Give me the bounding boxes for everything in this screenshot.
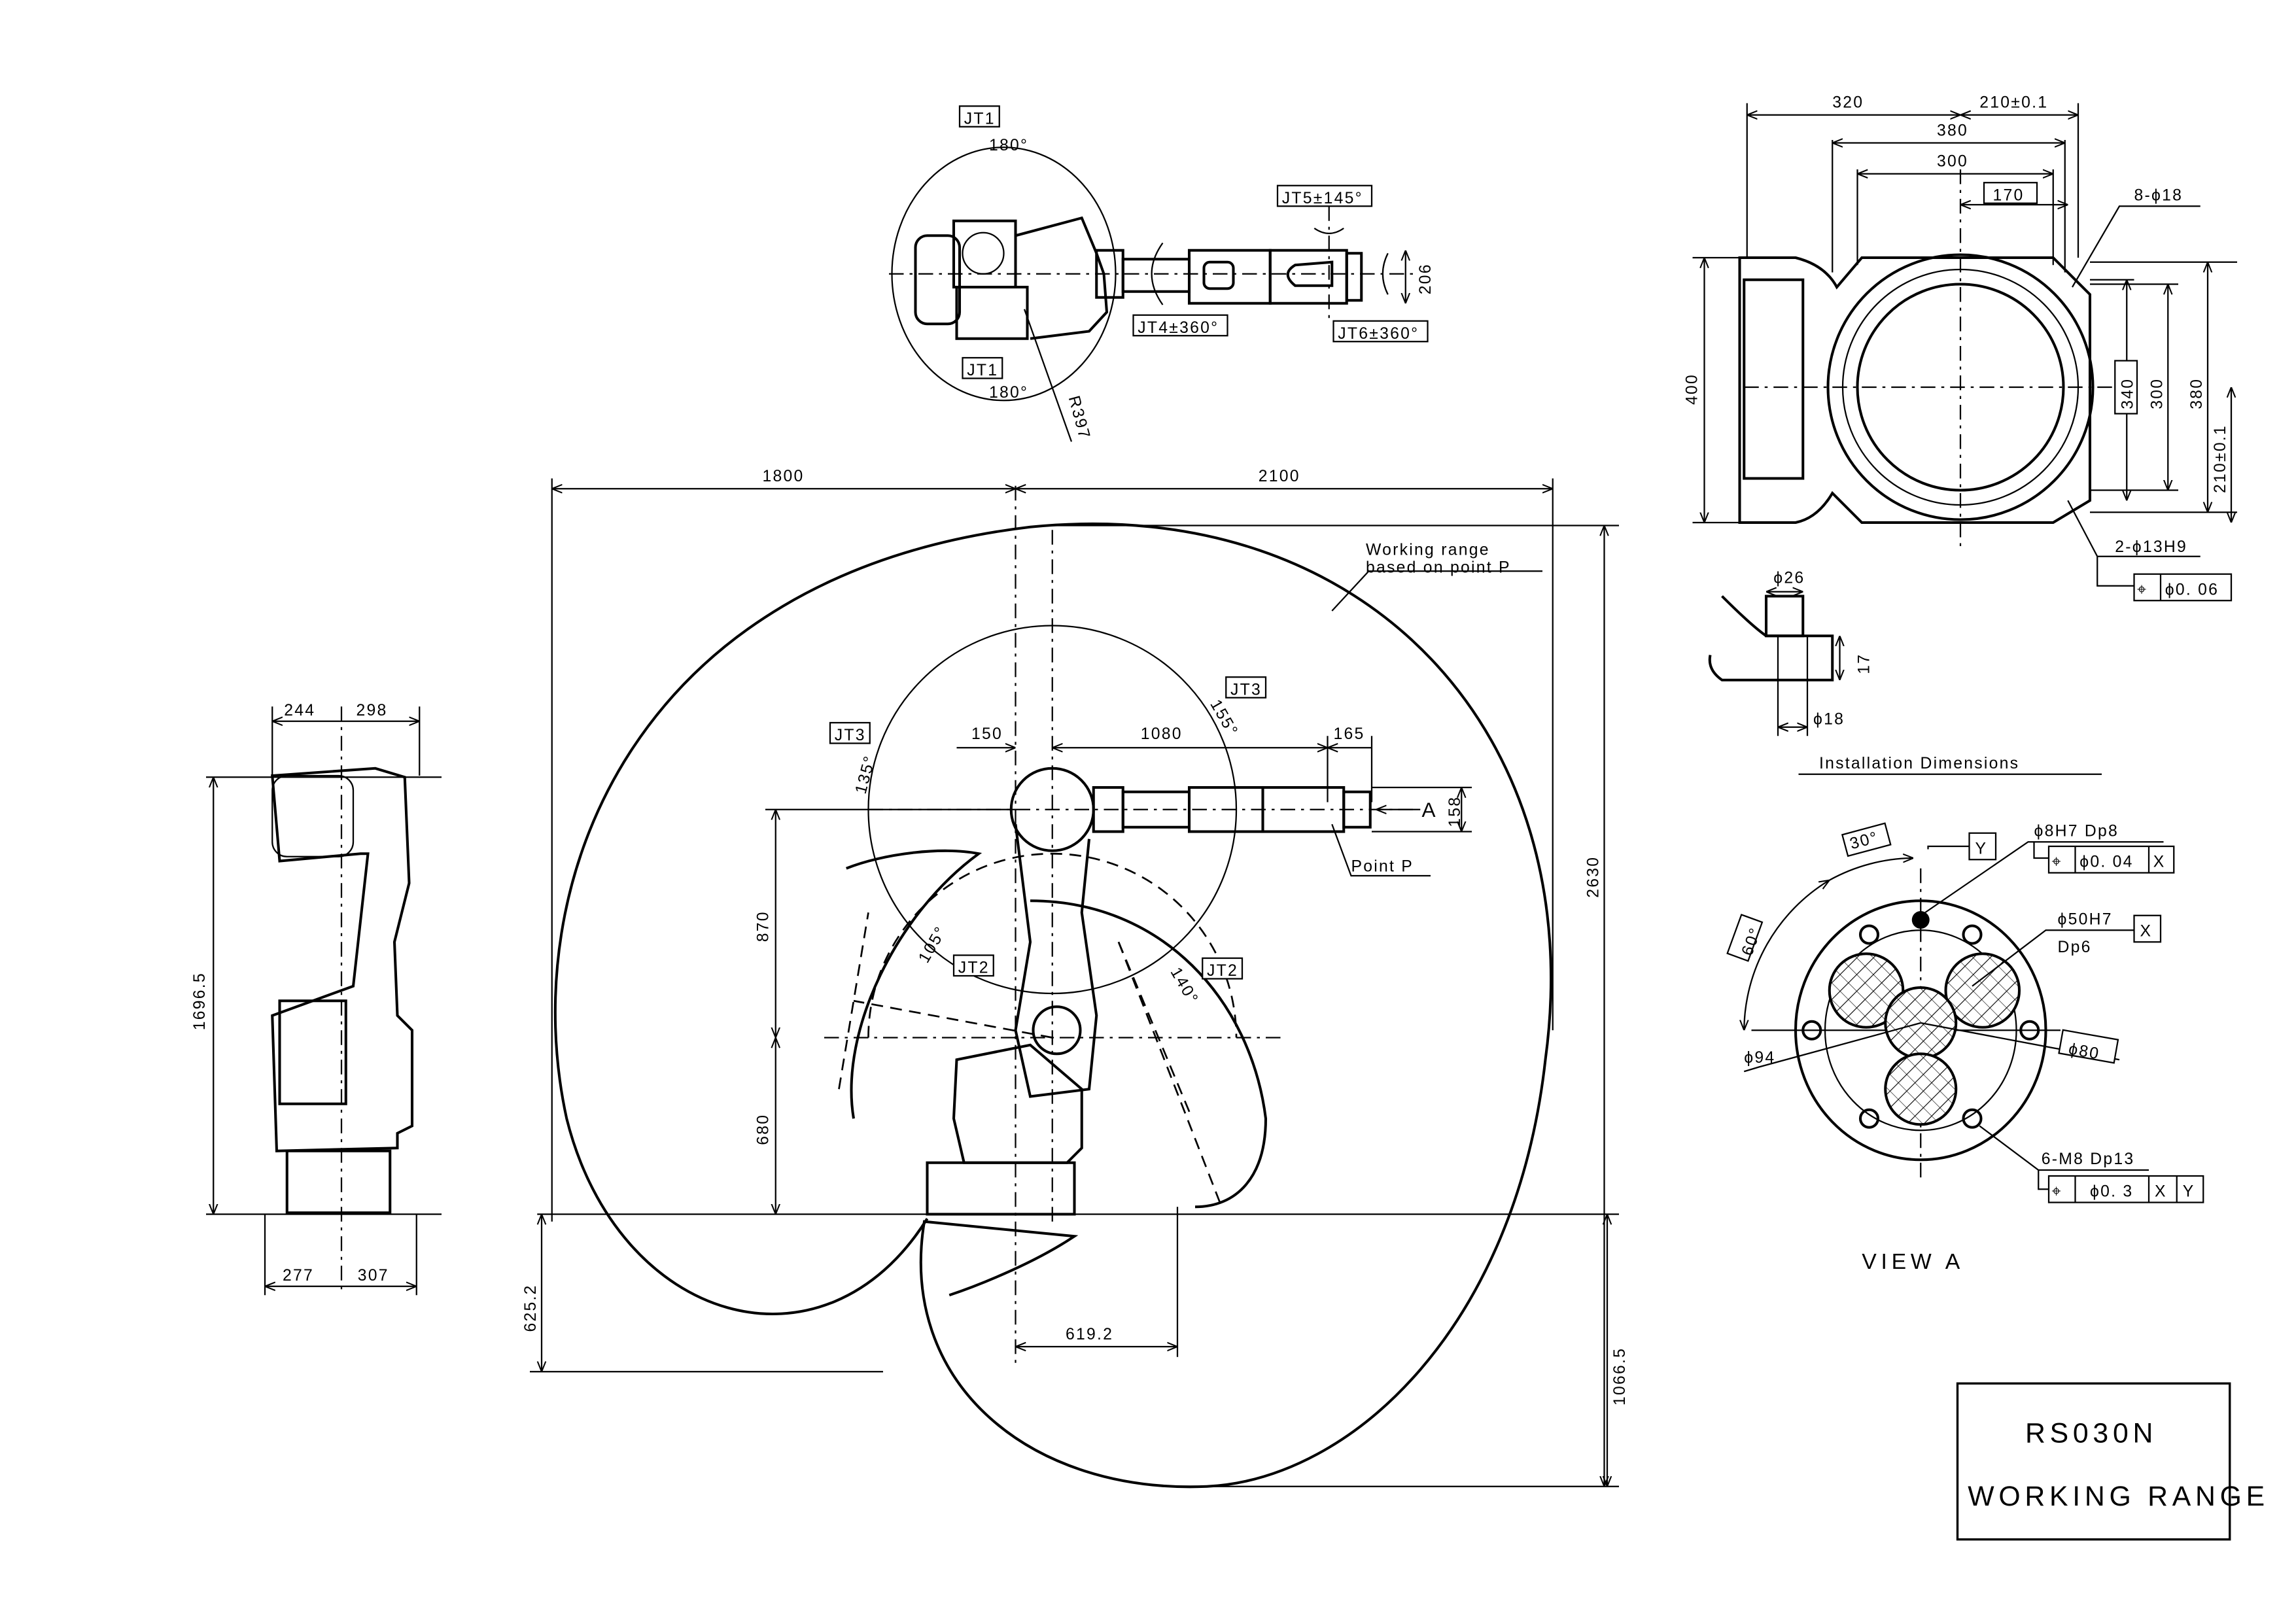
jt1-bottom-label: JT1 [967,362,998,379]
model-name: RS030N [2025,1417,2157,1449]
below-base-right-dim: 1066.5 [1611,1347,1629,1406]
width-206: 206 [1417,263,1435,294]
side-bottom-right-dim: 307 [358,1267,389,1285]
pin-tol-symbol: ⌖ [2137,581,2148,598]
datum-y: Y [1975,840,1988,857]
wrist-dim: 165 [1334,725,1365,743]
half-span-dim: 170 [1993,186,2025,204]
install-bottom-dia: ϕ18 [1813,710,1845,728]
jt3-right-label: JT3 [1230,681,1262,699]
taps-note: 6-M8 Dp13 [2042,1150,2135,1168]
tap-tol-value: ϕ0. 3 [2090,1183,2133,1201]
jt3-left-label: JT3 [835,727,866,744]
reach-left-dim: 1800 [763,468,805,485]
working-range-envelope [553,523,1552,1489]
side-bottom-left-dim: 277 [283,1267,314,1285]
pin-tol-symbol: ⌖ [2052,854,2062,871]
jt6-label: JT6±360° [1338,325,1419,343]
base-height-dim: 680 [755,1114,773,1145]
pin-tol-value: ϕ0. 04 [2079,854,2133,871]
wrist-height-dim: 158 [1446,796,1464,827]
base-right-width-dim: 210±0.1 [1979,94,2048,112]
view-a-caption: VIEW A [1862,1249,1964,1274]
pin-tol-value: ϕ0. 06 [2165,581,2219,598]
jt5-label: JT5±145° [1282,190,1363,207]
jt2-left-label: JT2 [958,959,990,977]
install-top-dia: ϕ26 [1773,569,1805,587]
side-height-dim: 1696.5 [191,972,209,1030]
jt3-left-angle: 135° [852,753,880,796]
v-340-dim: 340 [2119,378,2136,409]
offset-dim: 150 [971,725,1003,743]
side-view: 244 298 277 307 1696.5 [191,702,442,1296]
install-depth: 17 [1856,653,1873,674]
bore-datum: X [2140,922,2153,940]
working-range-note-2: based on point P [1366,559,1511,577]
reach-right-dim: 2100 [1259,468,1300,485]
robot-top-body [914,206,1389,340]
upper-arm-dim: 870 [755,910,773,942]
top-view: JT1 180° JT1 180° R397 JT4±360° JT5±145°… [889,105,1435,442]
v-380-dim: 380 [2188,378,2206,409]
drawing-subtitle: WORKING RANGE [1968,1481,2269,1512]
jt4-label: JT4±360° [1138,319,1219,337]
height-total-dim: 2630 [1585,856,1603,898]
v-210-dim: 210±0.1 [2212,424,2229,493]
inner-span-dim: 300 [1937,153,1968,171]
bore-depth: Dp6 [2058,939,2092,956]
jt1-bottom-angle: 180° [989,384,1028,402]
view-a: 30° 60° Y ϕ8H7 Dp8 ⌖ ϕ0. 04 X ϕ50H7 X Dp… [1726,822,2204,1274]
base-height-dim: 400 [1683,373,1701,405]
min-reach-dim: 619.2 [1066,1326,1113,1343]
bore-note: ϕ50H7 [2058,910,2113,928]
base-left-width-dim: 320 [1832,94,1864,112]
robot-side-body [926,767,1372,1216]
pin-hole-note: ϕ8H7 Dp8 [2034,822,2119,840]
forearm-dim: 1080 [1141,725,1183,743]
pins-note: 2-ϕ13H9 [2115,538,2187,556]
jt1-top-angle: 180° [989,137,1028,154]
dia-94: ϕ94 [1744,1049,1775,1067]
side-top-left-dim: 244 [284,702,315,719]
main-view: 1800 2100 2630 1066.5 625.2 870 680 150 … [522,468,1629,1489]
working-range-note-1: Working range [1366,542,1490,559]
v-300-dim: 300 [2148,378,2166,409]
install-caption: Installation Dimensions [1819,755,2019,772]
jt2-right-label: JT2 [1207,962,1238,980]
hole-span-dim: 380 [1937,122,1968,139]
holes-note: 8-ϕ18 [2134,186,2183,204]
point-p-label: Point P [1351,857,1414,875]
side-top-right-dim: 298 [357,702,388,719]
installation-detail: ϕ26 ϕ18 17 Installation Dimensions [1708,569,2102,775]
base-view: 320 210±0.1 380 300 170 8-ϕ18 400 340 30… [1683,94,2237,602]
tap-datum-2: Y [2183,1183,2195,1201]
tap-datum-1: X [2155,1183,2167,1201]
jt1-top-label: JT1 [964,110,996,128]
view-a-arrow-label: A [1422,798,1437,821]
tap-tol-symbol: ⌖ [2052,1183,2062,1201]
pin-datum: X [2153,854,2166,871]
below-base-left-dim: 625.2 [522,1284,540,1332]
title-block: RS030N WORKING RANGE [1956,1382,2269,1541]
